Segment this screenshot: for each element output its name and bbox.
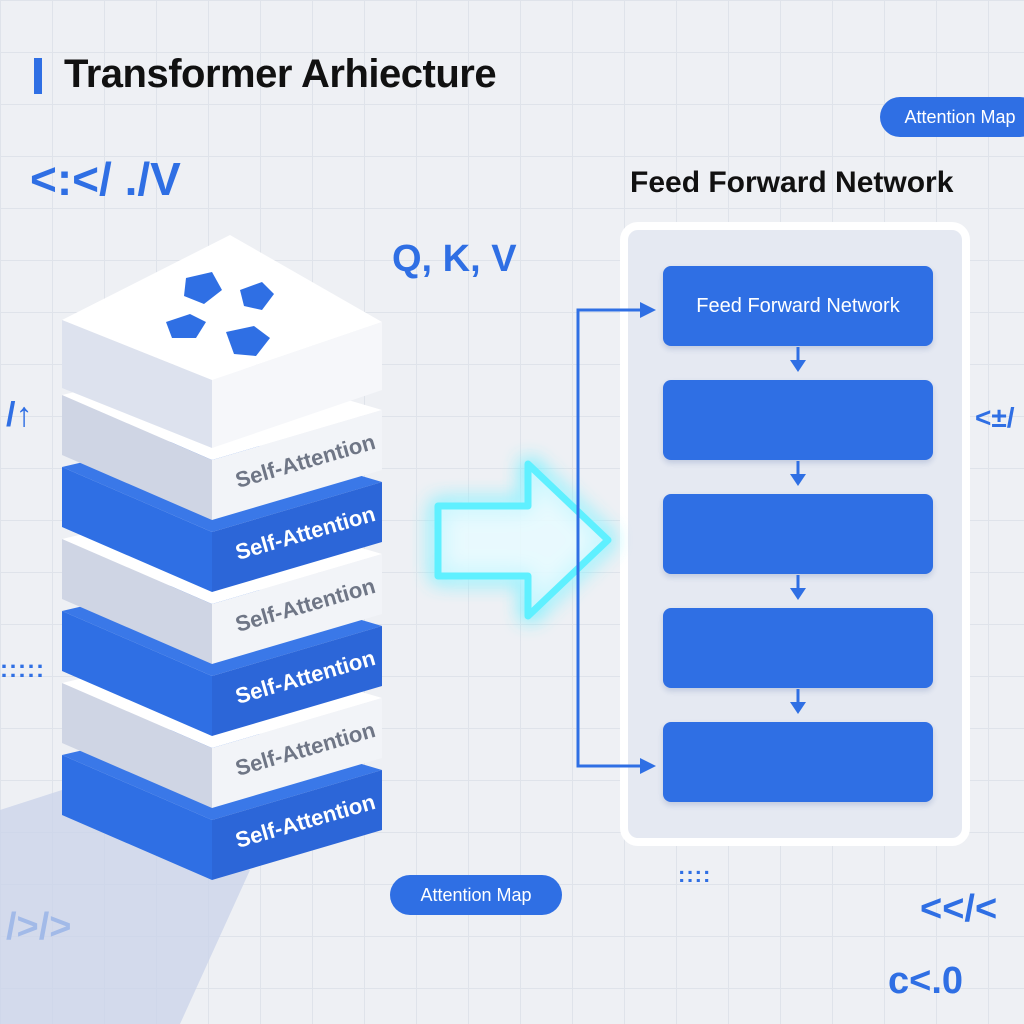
ffn-block-2 (663, 380, 933, 460)
connector-line (576, 308, 652, 768)
connector-arrowhead-top (640, 302, 656, 318)
flow-arrow (434, 460, 612, 620)
code-glyph-bottom-right-1: <</< (920, 888, 998, 930)
ffn-block-1: Feed Forward Network (663, 266, 933, 346)
attention-map-badge-bottom: Attention Map (390, 875, 562, 915)
code-glyph-top-left: <:</ ./V (30, 153, 181, 205)
dots-glyph-left: ::::: (0, 656, 45, 683)
ffn-block-4 (663, 608, 933, 688)
code-glyph-left-mid: /↑ (6, 396, 33, 434)
title-accent-bar (34, 58, 42, 94)
dots-glyph-bottom: :::: (678, 862, 712, 887)
code-glyph-right-mid: <±/ (975, 402, 1015, 433)
code-glyph-bottom-right-2: c<.0 (888, 960, 964, 1002)
logo-icon (166, 272, 274, 356)
ffn-heading: Feed Forward Network (630, 166, 954, 199)
ffn-block-3 (663, 494, 933, 574)
attention-map-badge-top: Attention Map (880, 97, 1024, 137)
qkv-label: Q, K, V (392, 238, 517, 280)
page-title: Transformer Arhiecture (64, 52, 497, 96)
top-cap (62, 235, 382, 448)
connector-arrowhead-bottom (640, 758, 656, 774)
ffn-block-5 (663, 722, 933, 802)
down-arrows (790, 347, 806, 714)
